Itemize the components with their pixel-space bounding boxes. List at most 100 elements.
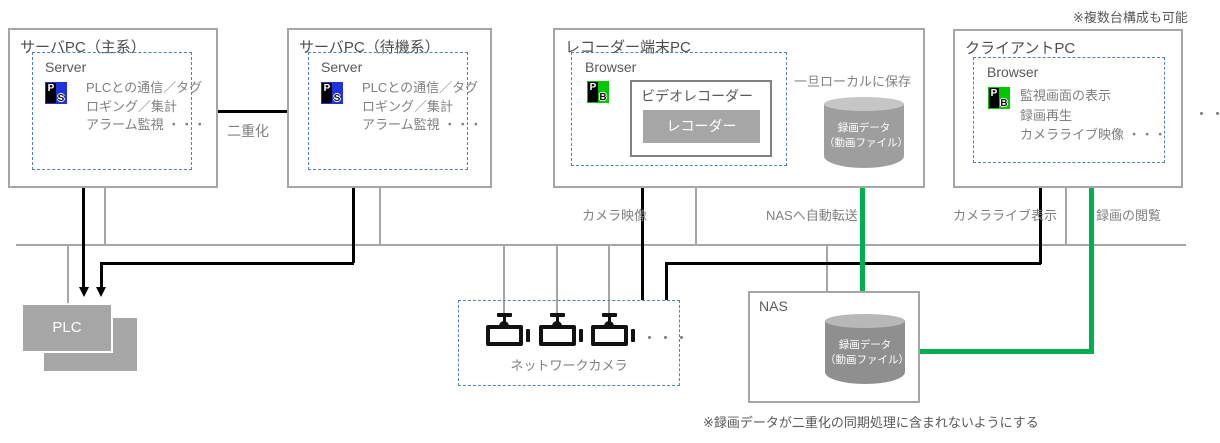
camera-body <box>591 325 628 346</box>
arrowhead-down-plc-1 <box>78 287 89 297</box>
pro-server-icon: P S <box>45 82 67 104</box>
pro-browser-icon: P B <box>587 81 609 103</box>
feature-line: カメラライブ映像 ・・・ <box>1020 127 1167 142</box>
local-storage-cylinder: 録画データ （動画ファイル） <box>824 97 908 168</box>
server-main-box: サーバPC（主系） <box>8 28 218 188</box>
client-features: 監視画面の表示 録画再生 カメラライブ映像 ・・・ <box>1020 86 1167 145</box>
arrow-camera-live-vertical <box>1039 177 1042 264</box>
recorder-button: レコーダー <box>643 110 760 143</box>
storage-line: （動画ファイル） <box>825 354 909 366</box>
pro-server-icon-cell <box>322 93 332 103</box>
connector-bus-nas <box>826 246 828 291</box>
cylinder-body <box>824 104 904 168</box>
camera-bracket <box>631 329 635 342</box>
storage-line: （動画ファイル） <box>824 137 908 149</box>
arrow-duplex-line <box>207 110 297 113</box>
pro-browser-icon-cell <box>989 98 999 108</box>
arrow-server-standby-vertical <box>352 177 355 263</box>
pro-server-icon-letter-p: P <box>46 83 56 93</box>
arrow-nas-to-client-vertical <box>1089 178 1094 352</box>
nas-title: NAS <box>759 298 788 314</box>
recording-sync-note: ※録画データが二重化の同期処理に含まれないようにする <box>703 415 1039 430</box>
connector-server-standby-bus <box>379 188 381 244</box>
pro-browser-icon-cell <box>598 82 608 92</box>
network-camera-label: ネットワークカメラ <box>510 358 628 373</box>
server-standby-title: サーバPC（待機系） <box>299 39 440 56</box>
camera-bracket <box>579 329 583 342</box>
camera-mount-bar <box>602 313 617 317</box>
camera-mount-stem <box>556 316 559 323</box>
recorder-browser-box <box>571 52 787 166</box>
server-main-app-box <box>32 52 192 170</box>
camera-mount-bar <box>550 313 565 317</box>
connector-bus-plc <box>67 246 69 303</box>
recorder-pc-title: レコーダー端末PC <box>565 39 691 56</box>
pro-server-icon-letter-s: S <box>56 93 66 103</box>
connector-recorder-pc-bus <box>695 188 697 244</box>
arrow-server-standby-horizontal <box>100 262 354 265</box>
client-browser-label: Browser <box>987 64 1039 80</box>
view-recordings-label: 録画の閲覧 <box>1096 208 1162 223</box>
pro-browser-icon: P B <box>988 87 1010 109</box>
connector-server-main-bus <box>104 188 106 244</box>
cylinder-body <box>825 321 905 384</box>
network-camera-icon <box>590 312 638 352</box>
pro-browser-icon-letter-p: P <box>989 88 999 98</box>
camera-bracket <box>526 329 530 342</box>
recorder-browser-label: Browser <box>585 59 637 75</box>
camera-body <box>486 325 523 346</box>
feature-line: PLCとの通信／タグ <box>86 80 203 95</box>
arrow-server-main-plc <box>82 177 85 291</box>
camera-live-view-label: カメラライブ表示 <box>953 208 1058 223</box>
server-main-features: PLCとの通信／タグ ロギング／集計 アラーム監視 ・・・ <box>86 79 206 135</box>
feature-line: アラーム監視 ・・・ <box>362 117 483 132</box>
local-storage-text: 録画データ （動画ファイル） <box>824 121 908 151</box>
feature-line: アラーム監視 ・・・ <box>86 117 207 132</box>
pro-server-icon-letter-s: S <box>332 93 342 103</box>
more-clients-dots: ・・・ <box>1194 106 1220 123</box>
connector-bus-camera-1 <box>503 246 505 314</box>
camera-mount-stem <box>608 316 611 323</box>
nas-storage-cylinder: 録画データ （動画ファイル） <box>825 314 909 384</box>
client-browser-box <box>973 57 1165 163</box>
server-main-title: サーバPC（主系） <box>20 39 146 56</box>
client-pc-title: クライアントPC <box>965 40 1076 57</box>
pro-browser-icon-letter-b: B <box>999 98 1009 108</box>
connector-bus-camera-3 <box>608 246 610 314</box>
pro-browser-icon-cell <box>999 88 1009 98</box>
cylinder-top <box>824 97 904 111</box>
local-save-label: 一旦ローカルに保存 <box>794 74 912 89</box>
arrow-server-standby-drop <box>100 262 103 288</box>
camera-body <box>539 325 576 346</box>
connector-bus-camera-2 <box>556 246 558 314</box>
cylinder-top <box>825 314 905 328</box>
feature-line: ロギング／集計 <box>86 98 178 114</box>
arrow-camera-live-horizontal <box>665 262 1041 265</box>
network-camera-icon <box>538 312 586 352</box>
server-standby-box: サーバPC（待機系） <box>287 28 492 188</box>
server-standby-app-box <box>308 52 468 170</box>
camera-mount-stem <box>503 316 506 323</box>
multi-client-note: ※複数台構成も可能 <box>1073 10 1188 25</box>
connector-client-pc-bus <box>1065 188 1067 244</box>
feature-line: ロギング／集計 <box>362 98 454 114</box>
camera-mount-bar <box>497 313 512 317</box>
storage-line: 録画データ <box>838 339 892 351</box>
pro-browser-icon-cell <box>588 92 598 102</box>
camera-video-label: カメラ映像 <box>582 208 648 223</box>
plc-box: PLC <box>21 303 113 353</box>
pro-browser-icon-letter-b: B <box>598 92 608 102</box>
feature-line: 監視画面の表示 <box>1020 88 1112 103</box>
network-bus-line <box>16 244 1186 246</box>
network-camera-box <box>458 300 680 386</box>
feature-line: PLCとの通信／タグ <box>362 80 479 95</box>
server-standby-features: PLCとの通信／タグ ロギング／集計 アラーム監視 ・・・ <box>362 79 482 135</box>
feature-line: 録画再生 <box>1020 107 1073 123</box>
storage-line: 録画データ <box>837 122 891 134</box>
arrow-local-to-nas <box>860 167 865 301</box>
pro-server-icon-cell <box>56 83 66 93</box>
duplex-label: 二重化 <box>227 123 269 139</box>
nas-storage-text: 録画データ （動画ファイル） <box>825 338 909 368</box>
network-camera-icon <box>485 312 533 352</box>
